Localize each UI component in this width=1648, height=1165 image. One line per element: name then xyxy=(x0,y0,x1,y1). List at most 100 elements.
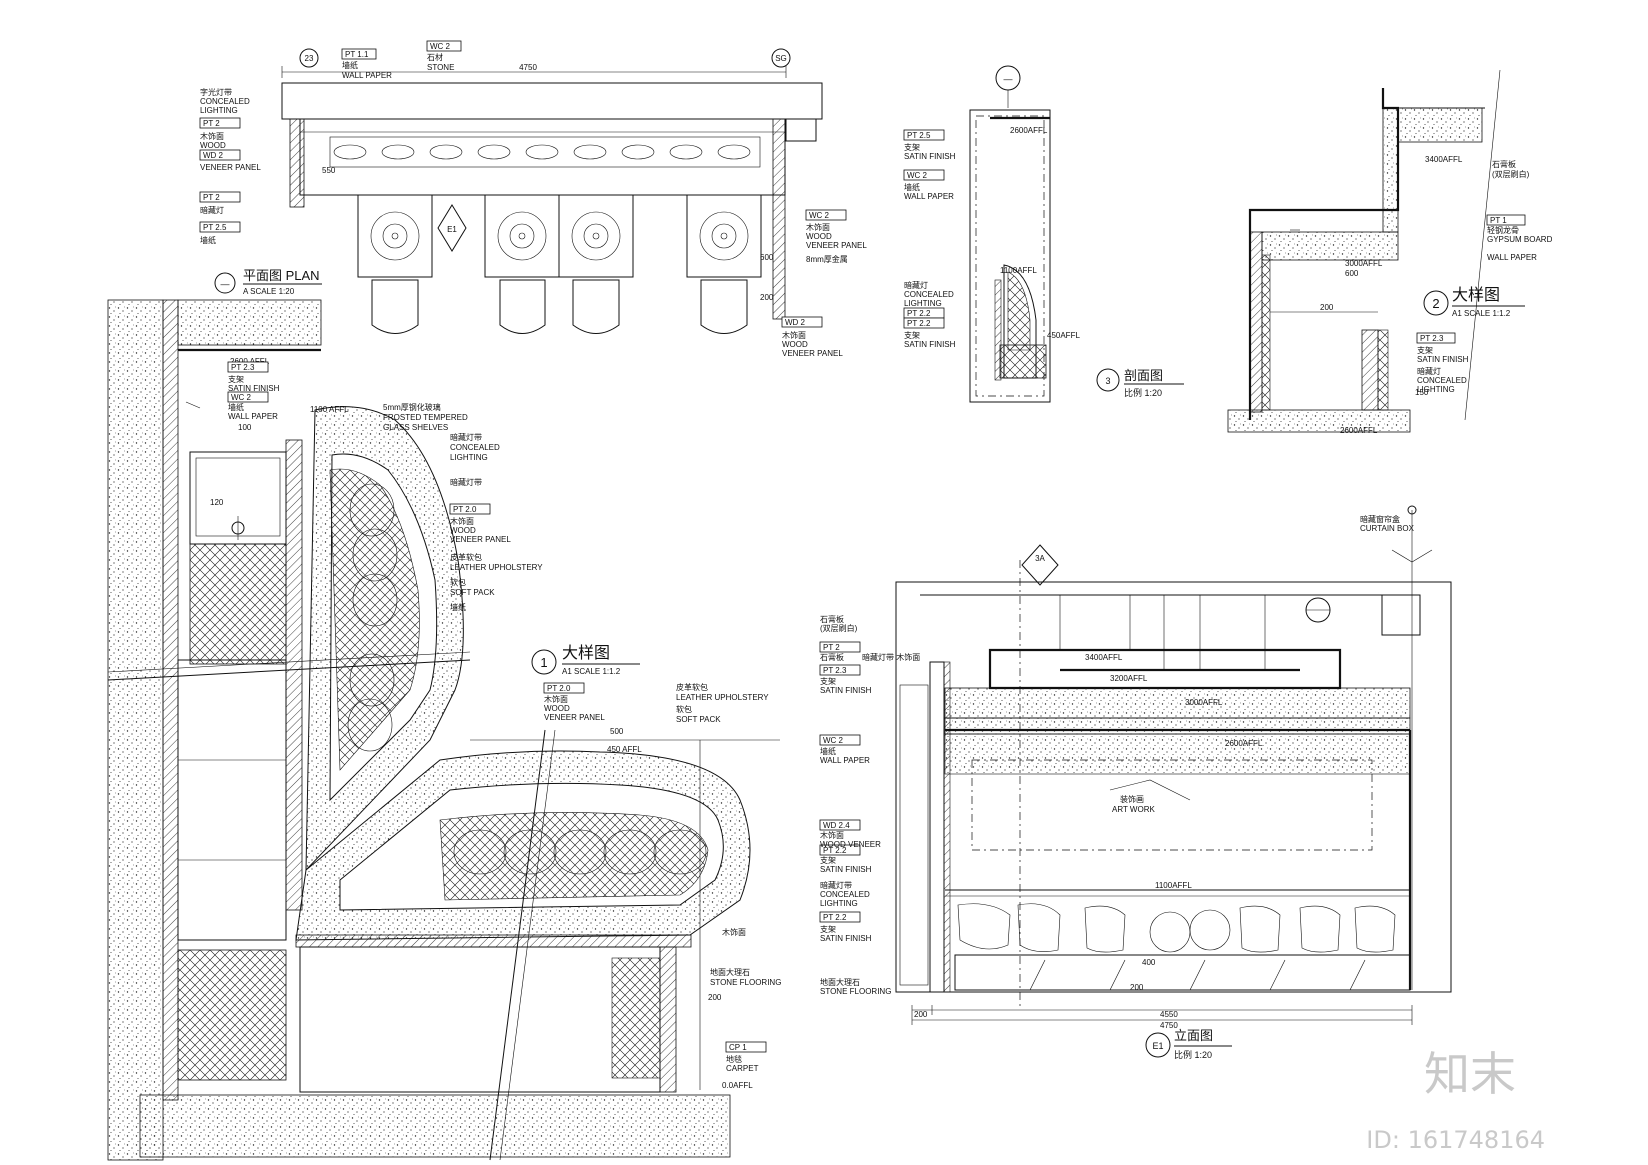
svg-text:PT 2.3: PT 2.3 xyxy=(1420,334,1444,343)
detail1-circle: 1 xyxy=(540,655,547,670)
plan-notes-right: 木饰面 WOOD VENEER PANEL 8mm厚金属 木饰面 WOOD VE… xyxy=(782,222,867,358)
section-tags: PT 2.5 WC 2 PT 2.2 PT 2.2 xyxy=(903,129,945,329)
plan-tags-right: WC 2 WD 2 xyxy=(781,209,847,328)
detail1-level-3: 450 AFFL xyxy=(607,745,642,754)
svg-text:WALL PAPER: WALL PAPER xyxy=(820,756,870,765)
detail1-tags-left: PT 2.3 WC 2 PT 2.0 xyxy=(227,361,491,515)
detail1-floor-slab xyxy=(139,1094,731,1158)
svg-text:WALL PAPER: WALL PAPER xyxy=(1487,253,1537,262)
leaf-motifs xyxy=(333,144,751,160)
svg-text:皮革软包: 皮革软包 xyxy=(676,682,708,692)
elevation-dim-h2: 200 xyxy=(1130,983,1144,992)
svg-text:WOOD: WOOD xyxy=(200,141,226,150)
elevation-dim-total: 4750 xyxy=(1160,1021,1178,1030)
section-level-3: 450AFFL xyxy=(1047,331,1080,340)
svg-text:8mm厚金属: 8mm厚金属 xyxy=(806,254,848,264)
svg-text:WALL PAPER: WALL PAPER xyxy=(904,192,954,201)
plan-section-mark: E1 xyxy=(447,225,457,234)
detail1-dim-2: 120 xyxy=(210,498,224,507)
elevation-tags: PT 2 PT 2.3 WC 2 WD 2.4 PT 2.2 PT 2.2 xyxy=(819,641,861,923)
elevation-circle: E1 xyxy=(1152,1041,1163,1051)
svg-text:SOFT PACK: SOFT PACK xyxy=(676,715,721,724)
svg-text:石材: 石材 xyxy=(427,52,443,62)
svg-text:VENEER PANEL: VENEER PANEL xyxy=(200,163,261,172)
svg-text:支架: 支架 xyxy=(228,374,244,384)
detail1-title: 大样图 xyxy=(562,644,610,662)
svg-text:SOFT PACK: SOFT PACK xyxy=(450,588,495,597)
svg-text:CARPET: CARPET xyxy=(726,1064,759,1073)
section-circle: 3 xyxy=(1105,376,1110,386)
svg-text:CONCEALED: CONCEALED xyxy=(820,890,870,899)
elevation-art-cn: 装饰画 xyxy=(1120,794,1144,804)
svg-text:CONCEALED: CONCEALED xyxy=(1417,376,1467,385)
plan-dim-side-a: 600 xyxy=(760,253,774,262)
svg-text:PT 2.0: PT 2.0 xyxy=(453,505,477,514)
svg-text:墙纸: 墙纸 xyxy=(228,402,244,412)
detail1-title-bubble xyxy=(531,649,557,675)
svg-text:木饰面: 木饰面 xyxy=(544,694,568,704)
svg-text:支架: 支架 xyxy=(904,142,920,152)
elevation-cushions xyxy=(957,903,1396,953)
detail1-tags-mid: PT 2.0 CP 1 xyxy=(543,682,767,1053)
svg-text:SATIN FINISH: SATIN FINISH xyxy=(228,384,280,393)
svg-text:墙纸: 墙纸 xyxy=(904,182,920,192)
svg-text:SATIN FINISH: SATIN FINISH xyxy=(820,865,872,874)
plan-dim-side-b: 200 xyxy=(760,293,774,302)
plan-glass-shelf xyxy=(329,136,761,168)
svg-text:地毯: 地毯 xyxy=(726,1054,742,1064)
detail1-notes-left: 支架 SATIN FINISH 墙纸 WALL PAPER 5mm厚钢化玻璃 F… xyxy=(228,374,543,612)
plan-title-bubble xyxy=(214,272,236,294)
svg-text:VENEER PANEL: VENEER PANEL xyxy=(782,349,843,358)
detail2-dim-1: 600 xyxy=(1345,269,1359,278)
detail2-level-2: 3000AFFL xyxy=(1345,259,1383,268)
svg-text:SATIN FINISH: SATIN FINISH xyxy=(820,686,872,695)
svg-text:WC 2: WC 2 xyxy=(823,736,844,745)
section-scale: 比例 1:20 xyxy=(1124,387,1162,398)
section-wall xyxy=(969,109,1051,403)
detail2-dim-2: 200 xyxy=(1320,303,1334,312)
svg-text:地面大理石: 地面大理石 xyxy=(710,967,750,977)
plan-dim-depth: 550 xyxy=(322,166,336,175)
svg-text:暗藏灯带: 暗藏灯带 xyxy=(450,432,482,442)
svg-text:石膏板: 石膏板 xyxy=(820,614,844,624)
svg-text:PT 2: PT 2 xyxy=(203,119,220,128)
svg-text:SATIN FINISH: SATIN FINISH xyxy=(820,934,872,943)
svg-text:墙纸: 墙纸 xyxy=(450,602,466,612)
detail2-title-bubble xyxy=(1423,290,1449,316)
detail-1: 2600 AFFL 1100 AFFL 450 AFFL 0.0AFFL 500… xyxy=(107,299,781,1161)
svg-text:LEATHER UPHOLSTERY: LEATHER UPHOLSTERY xyxy=(676,693,769,702)
svg-text:WALL PAPER: WALL PAPER xyxy=(228,412,278,421)
section-title-bubble xyxy=(1096,368,1120,392)
elevation-frame xyxy=(895,581,1452,993)
svg-text:木饰面: 木饰面 xyxy=(782,330,806,340)
plan-notes-top: 墙纸 WALL PAPER 石材 STONE xyxy=(342,52,454,80)
svg-text:PT 1: PT 1 xyxy=(1490,216,1507,225)
detail2-scale: A1 SCALE 1:1.2 xyxy=(1452,309,1511,318)
plan-scale: A SCALE 1:20 xyxy=(243,287,295,296)
detail2-level-1: 3400AFFL xyxy=(1425,155,1463,164)
elevation-section-mark xyxy=(1021,544,1059,586)
detail-2: 3400AFFL 3000AFFL 2600AFFL 600 200 150 P… xyxy=(1227,69,1553,435)
svg-text:PT 2.2: PT 2.2 xyxy=(907,309,931,318)
watermark-logo: 知末 xyxy=(1424,1047,1516,1101)
svg-text:木饰面: 木饰面 xyxy=(200,131,224,141)
svg-text:LIGHTING: LIGHTING xyxy=(450,453,488,462)
svg-text:LIGHTING: LIGHTING xyxy=(200,106,238,115)
svg-text:暗藏灯: 暗藏灯 xyxy=(904,280,928,290)
detail1-level-1: 2600 AFFL xyxy=(230,357,270,366)
svg-text:SATIN FINISH: SATIN FINISH xyxy=(904,340,956,349)
svg-text:PT 2.2: PT 2.2 xyxy=(823,913,847,922)
section-title: 剖面图 xyxy=(1124,368,1163,383)
svg-text:CP 1: CP 1 xyxy=(729,1043,747,1052)
detail1-tufting-horizontal xyxy=(453,829,707,875)
svg-text:轻钢龙骨: 轻钢龙骨 xyxy=(1487,225,1519,235)
elevation-top-note-cn: 暗藏窗帘盒 xyxy=(1360,514,1400,524)
svg-text:GYPSUM BOARD: GYPSUM BOARD xyxy=(1487,235,1553,244)
elevation-title: 立面图 xyxy=(1174,1028,1213,1043)
elevation-top-note-en: CURTAIN BOX xyxy=(1360,524,1415,533)
detail1-concrete-wall xyxy=(107,299,164,1161)
svg-text:WC 2: WC 2 xyxy=(809,211,830,220)
elevation-dim-left: 200 xyxy=(914,1010,928,1019)
svg-text:支架: 支架 xyxy=(904,330,920,340)
